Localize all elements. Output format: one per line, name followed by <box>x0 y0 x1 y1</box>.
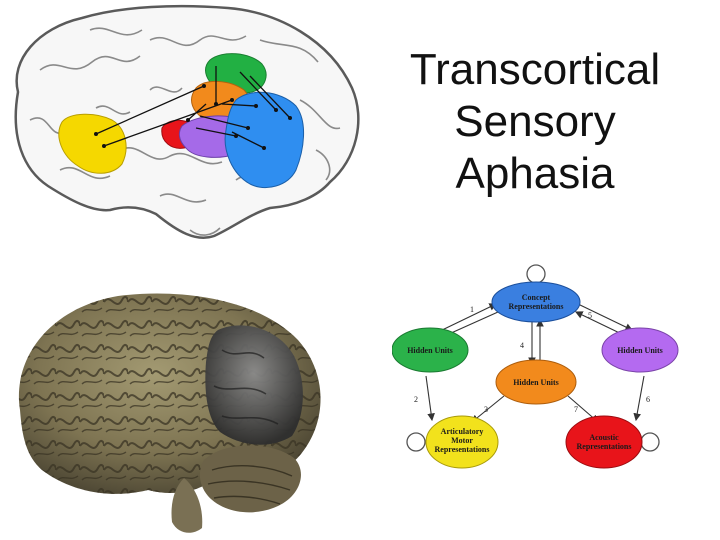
node-hidden-center: Hidden Units <box>496 360 576 404</box>
node-hidden-right-label: Hidden Units <box>617 346 663 355</box>
node-articulatory-line2: Motor <box>451 436 473 445</box>
loop-articulatory <box>407 433 425 451</box>
title-line-3: Aphasia <box>370 148 700 200</box>
region-blue <box>225 92 303 187</box>
node-concept-line1: Concept <box>522 293 551 302</box>
edge-label-7: 7 <box>574 405 578 414</box>
title-line-1: Transcortical <box>370 44 700 96</box>
edge-label-3: 3 <box>484 405 488 414</box>
specimen-cerebellum <box>200 445 301 512</box>
brain-region-diagram <box>0 0 370 250</box>
slide-title: Transcortical Sensory Aphasia <box>370 44 700 200</box>
node-hidden-left-label: Hidden Units <box>407 346 453 355</box>
node-hidden-left: Hidden Units <box>392 328 468 372</box>
node-concept-line2: Representations <box>509 302 564 311</box>
node-hidden-right: Hidden Units <box>602 328 678 372</box>
node-acoustic-line1: Acoustic <box>589 433 619 442</box>
node-articulatory-line3: Representations <box>435 445 490 454</box>
connectionist-network-diagram: 1 2 3 4 5 6 7 Concept Representations Hi… <box>392 262 692 492</box>
brain-specimen-image <box>8 290 338 540</box>
edge-label-4: 4 <box>520 341 524 350</box>
node-hidden-center-label: Hidden Units <box>513 378 559 387</box>
edge-label-2: 2 <box>414 395 418 404</box>
title-line-2: Sensory <box>370 96 700 148</box>
loop-concept <box>527 265 545 283</box>
edge-label-1: 1 <box>470 305 474 314</box>
node-concept: Concept Representations <box>492 282 580 322</box>
node-articulatory: Articulatory Motor Representations <box>426 416 498 468</box>
node-acoustic-line2: Representations <box>577 442 632 451</box>
edge-label-5: 5 <box>588 311 592 320</box>
node-articulatory-line1: Articulatory <box>441 427 484 436</box>
loop-acoustic <box>641 433 659 451</box>
edge-label-6: 6 <box>646 395 650 404</box>
node-acoustic: Acoustic Representations <box>566 416 642 468</box>
